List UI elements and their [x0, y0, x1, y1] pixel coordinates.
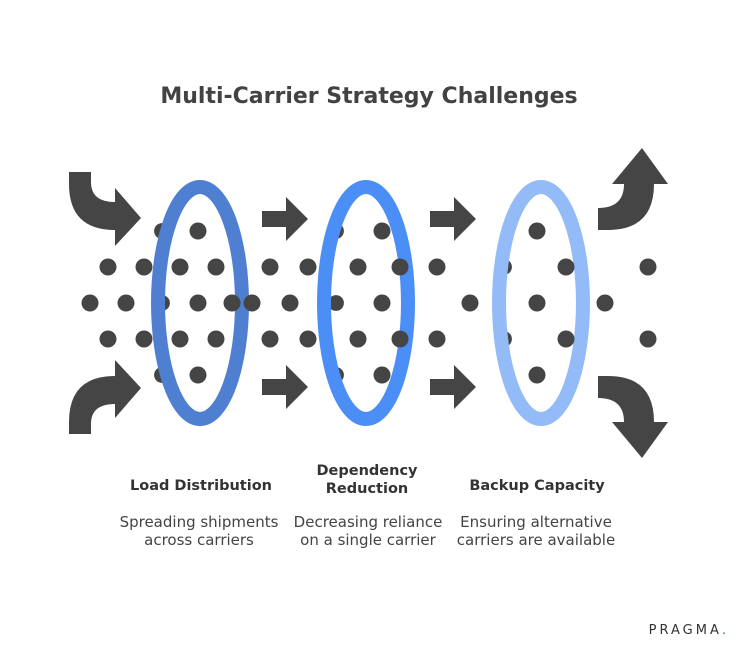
brand-mark: . — [721, 623, 726, 638]
particle-dot — [557, 330, 575, 348]
particle-dot — [189, 366, 207, 384]
particle-dot — [428, 258, 446, 276]
particle-dot — [171, 258, 189, 276]
ring-1-front — [151, 180, 201, 426]
particle-dot — [349, 330, 367, 348]
particle-dot — [281, 294, 299, 312]
particle-dot — [327, 294, 345, 312]
curved-arrow-in-icon — [69, 172, 141, 246]
particle-dot — [461, 294, 479, 312]
brand-logo: PRAGMA. — [649, 623, 726, 638]
particle-dot — [117, 294, 135, 312]
curved-arrow-in-icon — [69, 360, 141, 434]
stage-3-label: Backup Capacity — [469, 478, 605, 494]
stage-3-description: Ensuring alternative carriers are availa… — [456, 513, 616, 549]
particle-dot — [243, 294, 261, 312]
stage-1-description: Spreading shipments across carriers — [119, 513, 279, 549]
curved-arrow-out-icon — [598, 148, 668, 230]
stage-2-label: Dependency Reduction — [316, 463, 418, 497]
ring-3-back — [540, 180, 590, 426]
particle-dot — [373, 294, 391, 312]
particle-dot — [373, 366, 391, 384]
particle-dot — [528, 294, 546, 312]
particle-dot — [596, 294, 614, 312]
page-title: Multi-Carrier Strategy Challenges — [160, 84, 578, 109]
particle-dot — [373, 222, 391, 240]
particle-dot — [135, 258, 153, 276]
particle-dot — [261, 330, 279, 348]
particle-dot — [189, 294, 207, 312]
particle-dot — [207, 330, 225, 348]
stage-1-label: Load Distribution — [130, 478, 272, 494]
curved-arrow-out-icon — [598, 376, 668, 458]
particle-dot — [81, 294, 99, 312]
particle-dot — [557, 258, 575, 276]
stage-2-description: Decreasing reliance on a single carrier — [293, 513, 443, 549]
particle-dot — [639, 330, 657, 348]
particle-dot — [135, 330, 153, 348]
ring-2-back — [365, 180, 415, 426]
particle-dot — [207, 258, 225, 276]
right-arrow-icon — [430, 197, 476, 241]
right-arrow-icon — [262, 197, 308, 241]
particle-dot — [223, 294, 241, 312]
particle-dot — [639, 258, 657, 276]
particle-dot — [299, 330, 317, 348]
particle-dot — [99, 330, 117, 348]
particle-dot — [99, 258, 117, 276]
particle-dot — [391, 330, 409, 348]
ring-2-front — [317, 180, 367, 426]
particle-dot — [171, 330, 189, 348]
particle-dot — [528, 222, 546, 240]
ring-1-back — [199, 180, 249, 426]
particle-dot — [189, 222, 207, 240]
particle-dot — [349, 258, 367, 276]
particle-dot — [391, 258, 409, 276]
right-arrow-icon — [262, 365, 308, 409]
right-arrow-icon — [430, 365, 476, 409]
particle-dot — [261, 258, 279, 276]
particle-dot — [299, 258, 317, 276]
ring-3-front — [492, 180, 542, 426]
particle-dot — [528, 366, 546, 384]
brand-name: PRAGMA — [648, 623, 722, 638]
particle-dot — [428, 330, 446, 348]
